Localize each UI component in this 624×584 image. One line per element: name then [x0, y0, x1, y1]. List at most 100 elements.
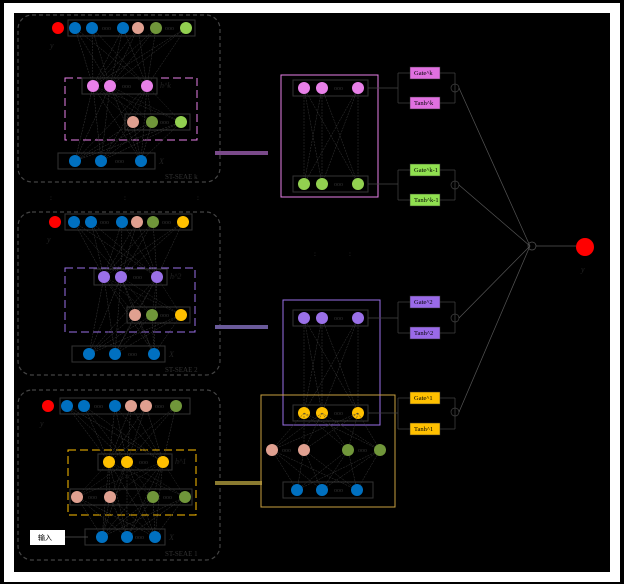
connection-line	[108, 405, 116, 463]
output-layer-box	[59, 397, 191, 415]
reconstruction-layer-node-salmon	[129, 309, 141, 321]
connection-line	[126, 405, 147, 463]
connection-line	[120, 221, 138, 278]
connection-line	[66, 405, 110, 463]
network-k-box	[280, 74, 379, 198]
transfer-arrow	[215, 151, 268, 155]
connection-line	[132, 85, 148, 123]
connection-line	[92, 27, 124, 87]
input-box	[30, 530, 65, 545]
connection-line	[109, 461, 128, 498]
module-box	[17, 211, 221, 376]
module-name: ST-SEAE 2	[165, 366, 198, 374]
final-output-label: y	[580, 265, 585, 274]
ellipsis-dots: ooo	[160, 313, 169, 319]
connection-line	[108, 405, 132, 463]
connection-line	[74, 121, 134, 162]
connection-line	[90, 221, 105, 278]
connection-line	[162, 461, 186, 498]
output-layer-node-salmon	[140, 400, 152, 412]
connection-line	[74, 85, 148, 162]
connection-line	[321, 449, 381, 491]
connection-line	[109, 27, 187, 87]
output-layer-node-blue	[69, 22, 81, 34]
y-label: y	[46, 235, 51, 244]
y-label: y	[49, 41, 54, 50]
input-layer-box	[71, 345, 166, 363]
network-1-recon-node-salmon	[298, 444, 310, 456]
hidden-layer-node-purple	[98, 271, 110, 283]
connection-line	[152, 496, 156, 538]
connection-line	[136, 221, 158, 278]
module-name: ST-SEAE 1	[165, 550, 198, 558]
connection-line	[321, 317, 359, 414]
connection-line	[74, 85, 94, 162]
connection-line	[120, 276, 153, 316]
connection-line	[108, 461, 128, 538]
connection-line	[83, 405, 110, 463]
final-output-node	[576, 238, 594, 256]
transfer-arrow	[215, 325, 268, 329]
connection-line	[151, 276, 158, 316]
connection-line	[88, 276, 122, 355]
connection-line	[126, 496, 154, 538]
input-layer-node-blue	[69, 155, 81, 167]
output-layer-node-olive	[150, 22, 162, 34]
x-label: X	[168, 533, 175, 542]
reconstruction-layer-node-salmon	[104, 491, 116, 503]
output-layer-node-yellow	[177, 216, 189, 228]
connection-line	[122, 27, 148, 87]
tanh-label: Tanh^1	[414, 426, 433, 433]
connection-line	[303, 317, 359, 414]
network-k-top-node-pink	[316, 82, 328, 94]
connection-line	[108, 461, 154, 498]
reconstruction-layer-node-olive	[146, 116, 158, 128]
connection-line	[73, 221, 105, 278]
connection-line	[126, 405, 132, 463]
network-1-recon-node-olive	[342, 444, 354, 456]
hidden-layer-box	[64, 267, 196, 333]
connection-line	[321, 87, 359, 185]
sum-icon	[527, 241, 537, 251]
connection-line	[92, 27, 157, 87]
connection-line	[271, 412, 305, 451]
network-1-box	[260, 394, 396, 508]
connection-line	[321, 449, 349, 491]
connection-line	[120, 221, 184, 278]
connection-line	[162, 405, 177, 463]
connection-line	[76, 496, 103, 538]
network-2-top-node-purple	[316, 312, 328, 324]
hidden-label: h^2	[170, 272, 181, 281]
hidden-layer-node-pink	[141, 80, 153, 92]
connection-line	[152, 221, 158, 278]
ellipsis-dots: ooo	[160, 120, 169, 126]
connection-line	[140, 121, 182, 162]
connection-line	[154, 496, 186, 538]
ellipsis-dots: ooo	[334, 411, 343, 417]
ellipsis-dots: ooo	[115, 159, 124, 165]
vertical-ellipsis: :	[124, 194, 126, 202]
gate-label: Gate^k-1	[414, 167, 438, 174]
reconstruction-layer-node-olive	[179, 491, 191, 503]
module-name: ST-SEAE k	[165, 173, 198, 181]
connection-line	[103, 221, 138, 278]
tanh-label: Tanh^k-1	[414, 197, 439, 204]
connection-line	[76, 461, 164, 498]
connection-line	[101, 461, 164, 538]
hidden-layer-node-purple	[151, 271, 163, 283]
target-node	[49, 216, 61, 228]
connection-line	[74, 27, 94, 87]
output-layer-node-blue	[116, 216, 128, 228]
output-layer-node-olive	[147, 216, 159, 228]
connection-line	[66, 405, 128, 463]
connection-line	[114, 314, 136, 355]
ellipsis-dots: ooo	[334, 488, 343, 494]
connection-line	[108, 461, 186, 498]
connection-line	[109, 27, 139, 87]
ellipsis-dots: ooo	[94, 404, 103, 410]
connection-line	[156, 221, 184, 278]
connection-line	[101, 496, 186, 538]
connection-line	[134, 276, 158, 316]
hidden-layer-box	[67, 449, 197, 516]
connection-line	[356, 449, 381, 491]
